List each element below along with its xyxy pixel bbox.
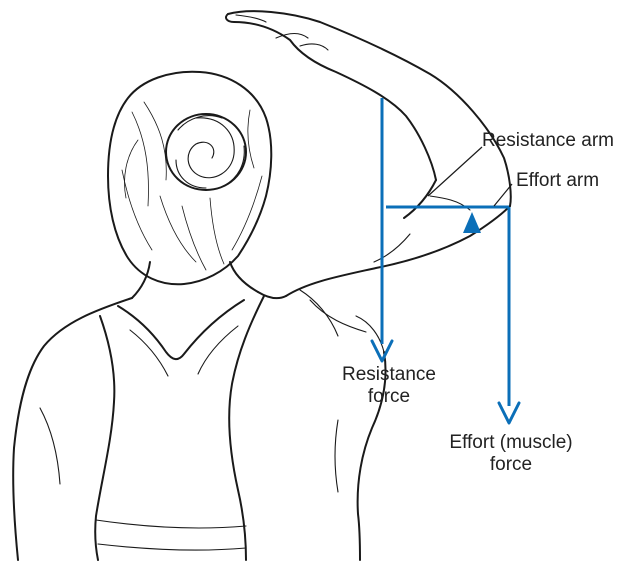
neck [132,262,258,298]
resistance-arm-label: Resistance arm [482,130,614,152]
head [108,72,271,285]
effort-arm-leader [494,184,512,206]
resistance-force-label: Resistance force [334,364,444,408]
sports-bra [95,296,264,560]
fulcrum-triangle-icon [463,212,481,233]
effort-force-label: Effort (muscle) force [436,432,586,476]
effort-force-label-line1: Effort (muscle) [436,432,586,454]
resistance-force-label-line2: force [334,386,444,408]
torso [13,292,385,560]
resistance-arm-leader [428,147,482,196]
effort-arm-label: Effort arm [516,170,599,192]
effort-force-label-line2: force [436,454,586,476]
resistance-force-label-line1: Resistance [334,364,444,386]
figure-illustration [13,11,511,560]
